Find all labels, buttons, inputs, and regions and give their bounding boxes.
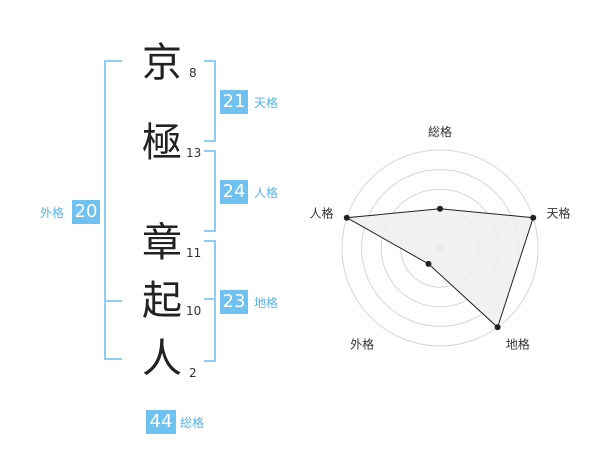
radar-point [437, 205, 443, 212]
soukaku-label: 総格 [180, 416, 205, 430]
name-char-4: 起 [142, 278, 182, 324]
radar-axis-label: 天格 [547, 205, 571, 220]
radar-axis-label: 総格 [428, 124, 452, 139]
gaikaku-badge: 20 [72, 200, 100, 224]
radar-axis-label: 外格 [350, 337, 374, 352]
name-char-1: 京 [142, 40, 182, 86]
gaikaku-bracket-bottom [104, 298, 122, 360]
radar-point [494, 324, 501, 331]
name-char-5: 人 [142, 336, 182, 382]
chikaku-badge: 23 [220, 290, 248, 314]
radar-point [343, 214, 350, 221]
stroke-count-1: 8 [189, 66, 197, 80]
radar-grid-ring [341, 149, 539, 347]
gaikaku-bracket-top [104, 60, 122, 302]
gaikaku-label: 外格 [40, 206, 65, 220]
radar-point [425, 260, 432, 267]
name-char-3: 章 [142, 220, 182, 266]
radar-axis-label: 地格 [506, 337, 530, 352]
radar-axis-label: 人格 [309, 205, 333, 220]
stroke-count-2: 13 [186, 146, 202, 160]
chikaku-label: 地格 [254, 296, 279, 310]
stroke-count-5: 2 [189, 366, 197, 380]
stroke-count-4: 10 [186, 304, 202, 318]
tenkaku-bracket [204, 60, 216, 142]
tenkaku-badge: 21 [220, 90, 248, 114]
chikaku-bracket [204, 240, 216, 362]
soukaku-badge: 44 [146, 410, 176, 434]
radar-area [345, 208, 534, 329]
stroke-count-3: 11 [186, 246, 202, 260]
radar-points [343, 205, 537, 331]
jinkaku-bracket [204, 150, 216, 232]
jinkaku-badge: 24 [220, 180, 248, 204]
jinkaku-label: 人格 [254, 186, 279, 200]
chikaku-bracket-mid [204, 298, 214, 300]
tenkaku-label: 天格 [254, 96, 279, 110]
radar-point [530, 214, 537, 221]
name-char-2: 極 [142, 120, 182, 166]
